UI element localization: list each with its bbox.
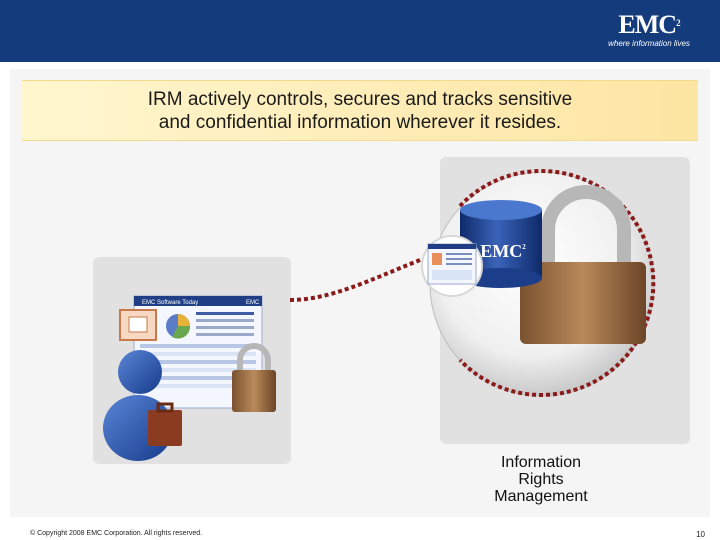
irm-label-line-2: Rights bbox=[518, 471, 564, 488]
logo-wordmark: EMC2 bbox=[618, 10, 680, 39]
page-number: 10 bbox=[696, 530, 705, 539]
irm-label: Information Rights Management bbox=[485, 454, 597, 505]
irm-label-line-3: Management bbox=[494, 488, 588, 505]
briefcase-icon bbox=[148, 410, 182, 446]
large-padlock-body-icon bbox=[520, 262, 646, 344]
headline-line-2: and confidential information wherever it… bbox=[158, 112, 562, 133]
small-padlock-shackle-icon bbox=[237, 343, 271, 372]
sphere-dotted-ring bbox=[458, 169, 656, 397]
headline-text: IRM actively controls, secures and track… bbox=[22, 88, 698, 134]
emc-logo: EMC2 where information lives bbox=[594, 10, 704, 49]
connection-dotted-line bbox=[289, 258, 421, 302]
document-header-text: EMC Software Today bbox=[142, 300, 198, 306]
person-head-icon bbox=[118, 350, 162, 394]
large-padlock-shackle-icon bbox=[541, 185, 631, 265]
headline-line-1: IRM actively controls, secures and track… bbox=[147, 89, 573, 110]
copyright-text: © Copyright 2008 EMC Corporation. All ri… bbox=[30, 530, 203, 537]
headline-box bbox=[22, 80, 698, 141]
small-padlock-body-icon bbox=[232, 370, 276, 412]
cylinder-logo: EMC2 bbox=[480, 241, 526, 261]
logo-tagline: where information lives bbox=[608, 39, 690, 48]
header-bar bbox=[0, 0, 720, 62]
document-header-tag: EMC bbox=[246, 300, 260, 306]
irm-label-line-1: Information bbox=[500, 454, 582, 471]
